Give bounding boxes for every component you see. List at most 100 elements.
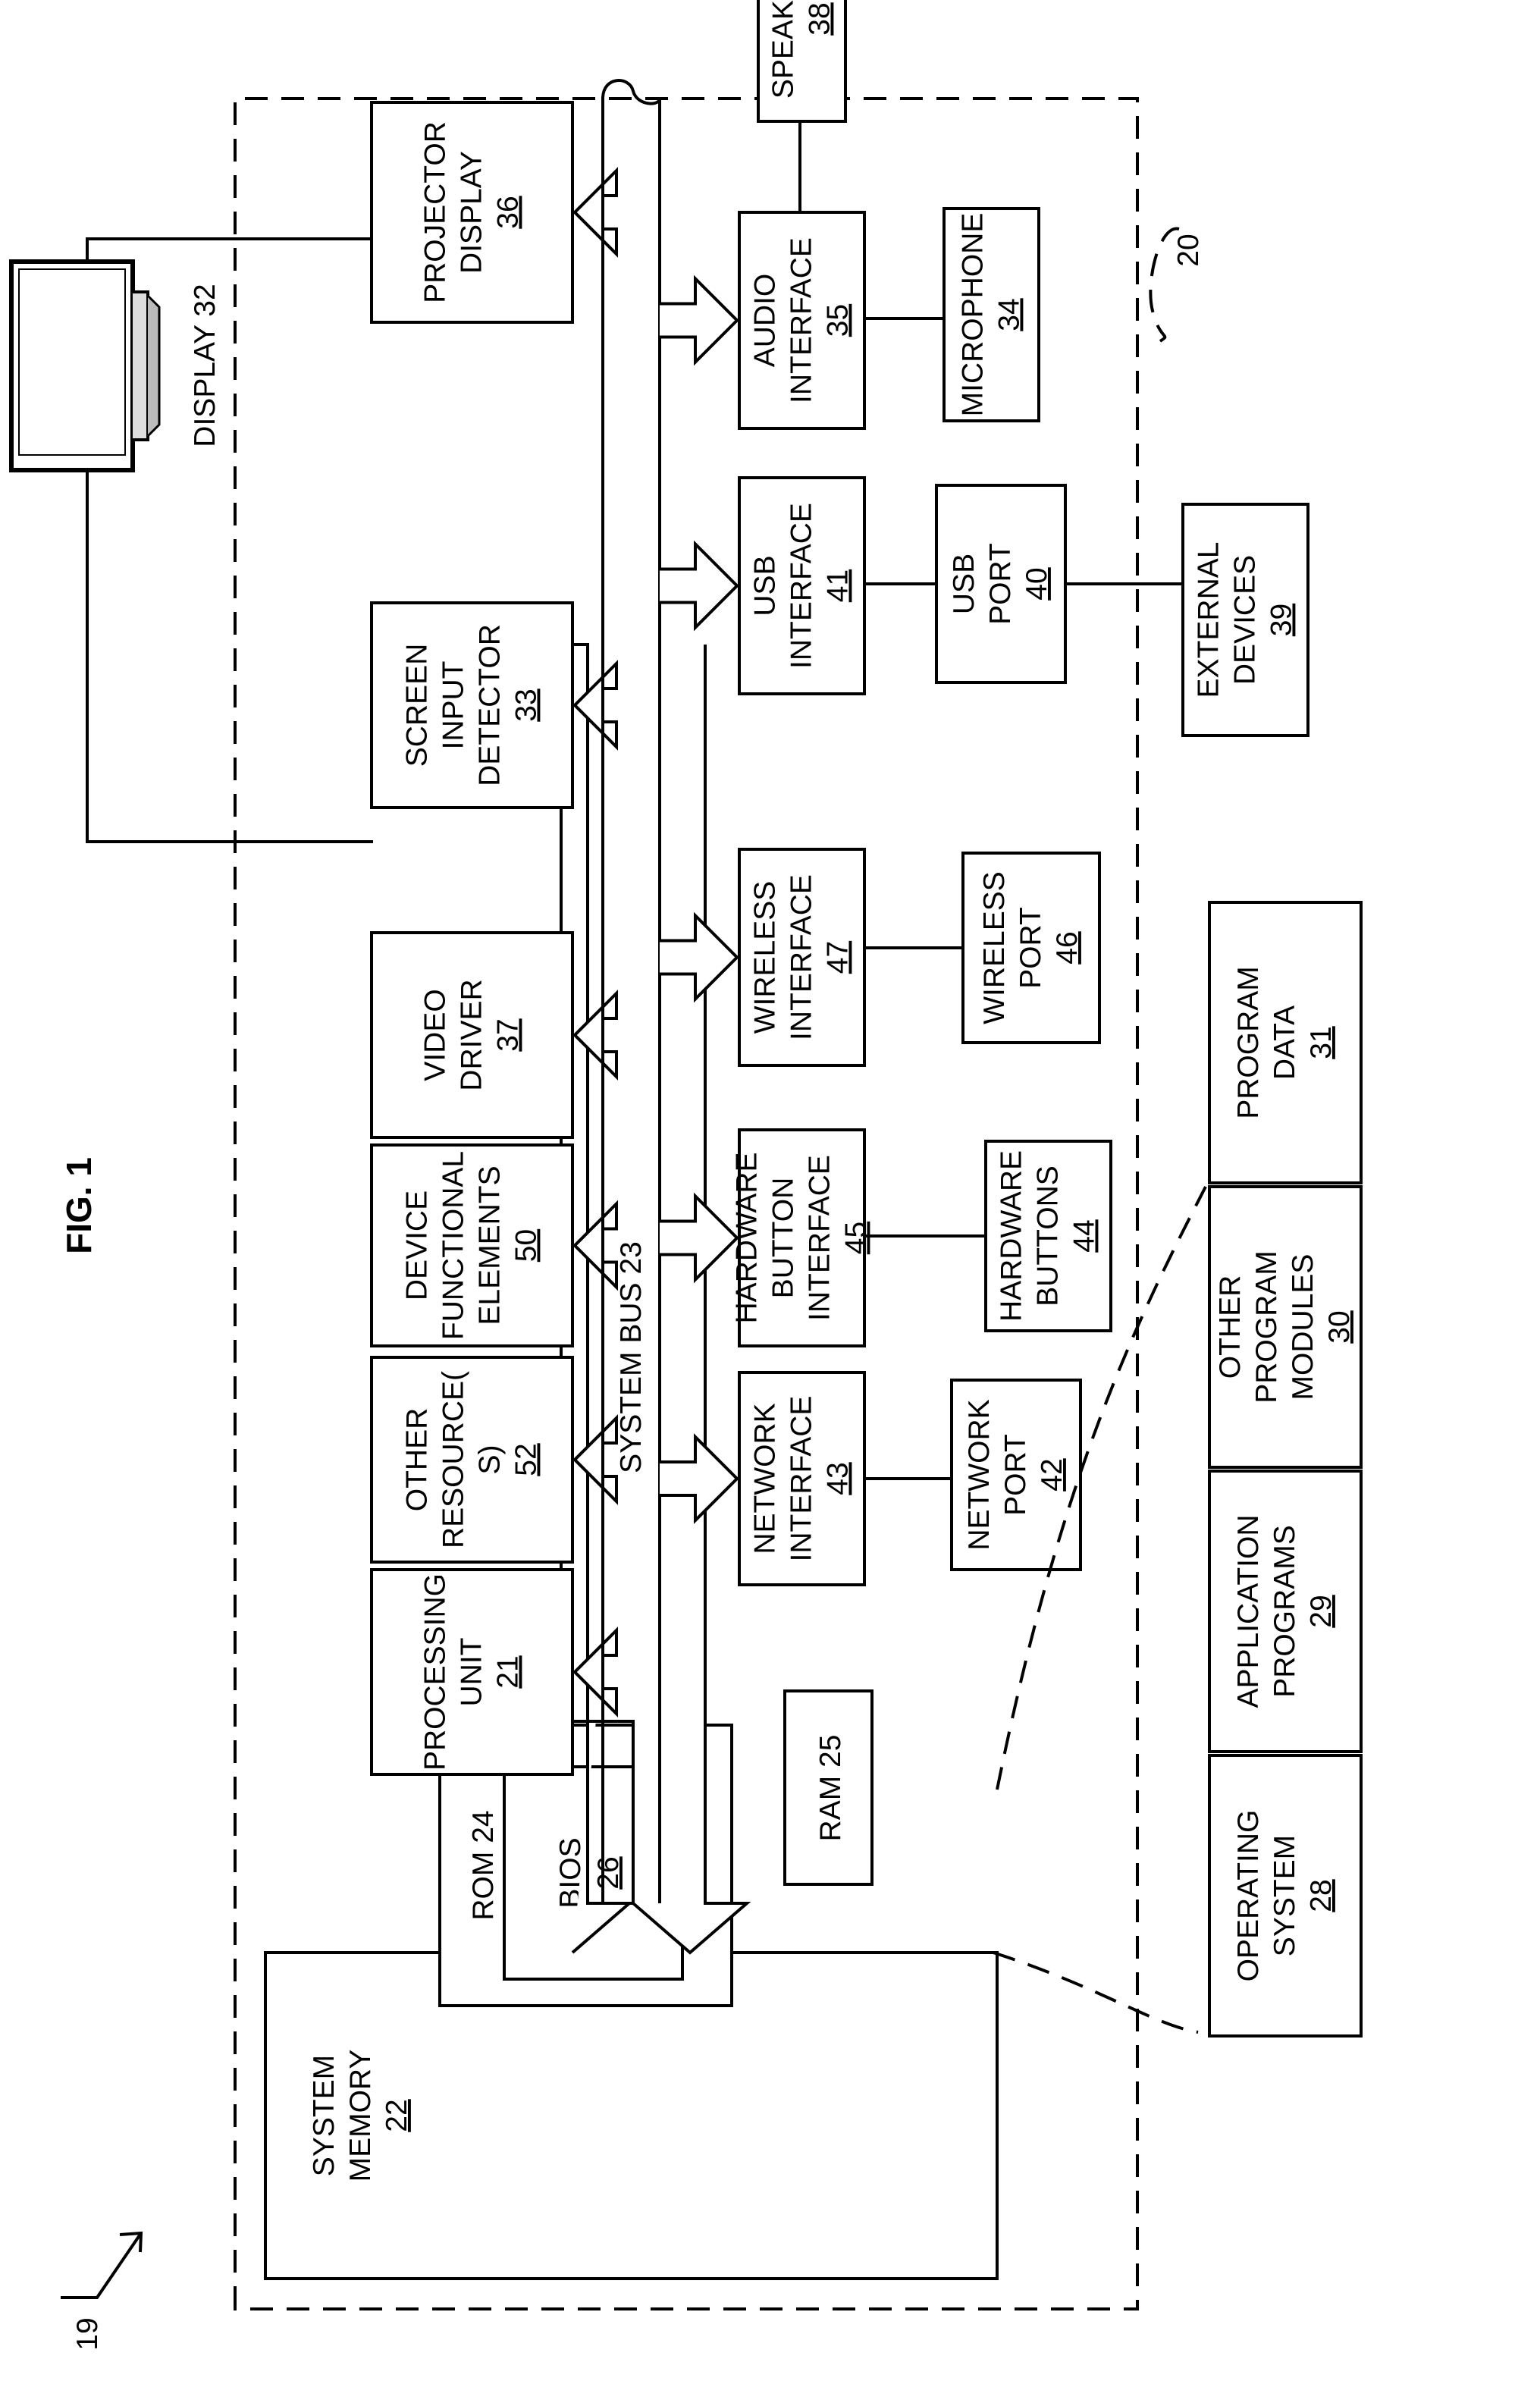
component-wireless-interface-number: 47: [822, 941, 855, 974]
component-audio-interface-number: 35: [822, 304, 855, 337]
arrow-to-audio-interface: [660, 279, 737, 362]
component-usb-port-label-0: USB: [948, 554, 980, 614]
module-other-program-modules-label-0: OTHER: [1214, 1275, 1247, 1379]
component-hw-buttons-number: 44: [1068, 1219, 1101, 1252]
component-other-resources-label-1: RESOURCE(: [438, 1371, 470, 1548]
component-device-functional: DEVICEFUNCTIONALELEMENTS50: [372, 1145, 572, 1346]
component-screen-input: SCREENINPUTDETECTOR33: [372, 603, 572, 808]
component-external-devices-number: 39: [1266, 604, 1298, 636]
component-video-driver-label-0: VIDEO: [419, 989, 452, 1081]
figure-title: FIG. 1: [59, 1157, 99, 1254]
component-hw-buttons: HARDWAREBUTTONS44: [986, 1141, 1111, 1331]
module-operating-system-label-0: OPERATING: [1232, 1810, 1265, 1982]
module-operating-system: OPERATINGSYSTEM28: [1209, 1755, 1361, 2036]
component-hw-button-interface: HARDWAREBUTTONINTERFACE45: [731, 1130, 873, 1346]
component-audio-interface: AUDIOINTERFACE35: [739, 212, 864, 428]
module-program-data-number: 31: [1305, 1026, 1338, 1059]
module-application-programs-label-0: APPLICATION: [1232, 1514, 1265, 1708]
component-usb-port: USBPORT40: [936, 485, 1065, 682]
software-modules: OPERATINGSYSTEM28APPLICATIONPROGRAMS29OT…: [1209, 902, 1361, 2036]
component-network-interface: NETWORKINTERFACE43: [739, 1372, 864, 1585]
component-hw-button-interface-label-2: INTERFACE: [804, 1155, 836, 1321]
component-hw-button-interface-number: 45: [840, 1222, 873, 1254]
component-screen-input-label-1: INPUT: [438, 661, 470, 750]
component-usb-interface: USBINTERFACE41: [739, 478, 864, 694]
system-bus-label: SYSTEM BUS 23: [615, 1241, 648, 1473]
component-wireless-interface-label-1: INTERFACE: [786, 874, 818, 1040]
ref-system-19: 19: [71, 2317, 104, 2350]
component-device-functional-label-1: FUNCTIONAL: [438, 1151, 470, 1340]
component-projector-label-1: DISPLAY: [456, 151, 488, 274]
component-processing-label-0: PROCESSING: [419, 1573, 452, 1771]
component-wireless-port: WIRELESSPORT46: [963, 853, 1099, 1043]
module-other-program-modules: OTHERPROGRAMMODULES30: [1209, 1187, 1361, 1467]
component-wireless-port-label-1: PORT: [1015, 907, 1047, 989]
component-hw-buttons-label-0: HARDWARE: [996, 1150, 1028, 1322]
module-operating-system-number: 28: [1305, 1879, 1338, 1912]
component-wireless-interface-label-0: WIRELESS: [749, 881, 782, 1034]
component-network-port-number: 42: [1036, 1458, 1068, 1491]
component-usb-port-label-1: PORT: [984, 543, 1017, 625]
component-other-resources-label-0: OTHER: [401, 1408, 434, 1512]
component-projector-label-0: PROJECTOR: [419, 121, 452, 303]
component-wireless-port-number: 46: [1051, 931, 1084, 964]
component-external-devices-label-0: EXTERNAL: [1193, 542, 1225, 698]
component-video-driver: VIDEODRIVER37: [372, 933, 572, 1137]
module-other-program-modules-number: 30: [1323, 1310, 1356, 1343]
module-application-programs-number: 29: [1305, 1595, 1338, 1627]
svg-text:MEMORY: MEMORY: [344, 2050, 377, 2182]
module-operating-system-label-1: SYSTEM: [1269, 1835, 1301, 1956]
component-usb-interface-number: 41: [822, 569, 855, 602]
module-program-data-label-0: PROGRAM: [1232, 966, 1265, 1119]
component-network-port-label-1: PORT: [999, 1434, 1032, 1516]
component-device-functional-label-2: ELEMENTS: [474, 1165, 507, 1325]
rom-label: ROM 24: [467, 1810, 500, 1920]
monitor-screen-icon: [11, 262, 133, 470]
component-hw-button-interface-label-1: BUTTON: [767, 1178, 800, 1299]
bios-num: 26: [592, 1856, 625, 1889]
display-to-screen-input-line: [87, 239, 373, 262]
component-processing-number: 21: [492, 1655, 525, 1688]
ref-system-arrow: [61, 2233, 141, 2298]
component-usb-port-number: 40: [1021, 567, 1053, 600]
component-other-resources: OTHERRESOURCE(S)52: [372, 1357, 572, 1562]
component-processing: PROCESSINGUNIT21: [372, 1570, 572, 1774]
component-projector: PROJECTORDISPLAY36: [372, 102, 572, 322]
module-program-data-label-1: DATA: [1269, 1005, 1301, 1080]
module-other-program-modules-label-1: PROGRAM: [1250, 1250, 1283, 1404]
arrow-to-projector: [575, 171, 616, 254]
display-to-video-line: [87, 470, 373, 842]
component-other-resources-number: 52: [510, 1443, 543, 1476]
component-network-interface-number: 43: [822, 1462, 855, 1495]
component-microphone-number: 34: [993, 298, 1026, 331]
component-audio-interface-label-1: INTERFACE: [786, 237, 818, 403]
component-microphone-label-0: MICROPHONE: [957, 213, 990, 417]
component-projector-number: 36: [492, 196, 525, 228]
component-screen-input-label-2: DETECTOR: [474, 624, 507, 786]
component-usb-interface-label-0: USB: [749, 555, 782, 616]
component-video-driver-number: 37: [492, 1018, 525, 1051]
component-network-interface-label-1: INTERFACE: [786, 1396, 818, 1562]
arrow-to-usb-interface: [660, 544, 737, 628]
ram-label: RAM 25: [814, 1735, 847, 1842]
component-screen-input-label-0: SCREEN: [401, 644, 434, 767]
component-microphone: MICROPHONE34: [944, 209, 1039, 421]
display-label: DISPLAY 32: [189, 284, 221, 447]
component-device-functional-number: 50: [510, 1229, 543, 1262]
ref-computer-20: 20: [1172, 234, 1205, 266]
component-network-port-label-0: NETWORK: [963, 1399, 996, 1550]
display-monitor: [11, 262, 159, 470]
component-network-interface-label-0: NETWORK: [749, 1403, 782, 1554]
module-program-data: PROGRAMDATA31: [1209, 902, 1361, 1183]
component-speakers: SPEAKERS38: [758, 0, 845, 121]
component-network-port: NETWORKPORT42: [952, 1380, 1081, 1570]
component-device-functional-label-0: DEVICE: [401, 1190, 434, 1300]
component-processing-label-1: UNIT: [456, 1638, 488, 1707]
module-application-programs: APPLICATIONPROGRAMS29: [1209, 1471, 1361, 1752]
module-application-programs-label-1: PROGRAMS: [1269, 1525, 1301, 1698]
component-other-resources-label-2: S): [474, 1445, 507, 1475]
component-speakers-label-0: SPEAKERS: [767, 0, 800, 99]
component-video-driver-label-1: DRIVER: [456, 979, 488, 1090]
